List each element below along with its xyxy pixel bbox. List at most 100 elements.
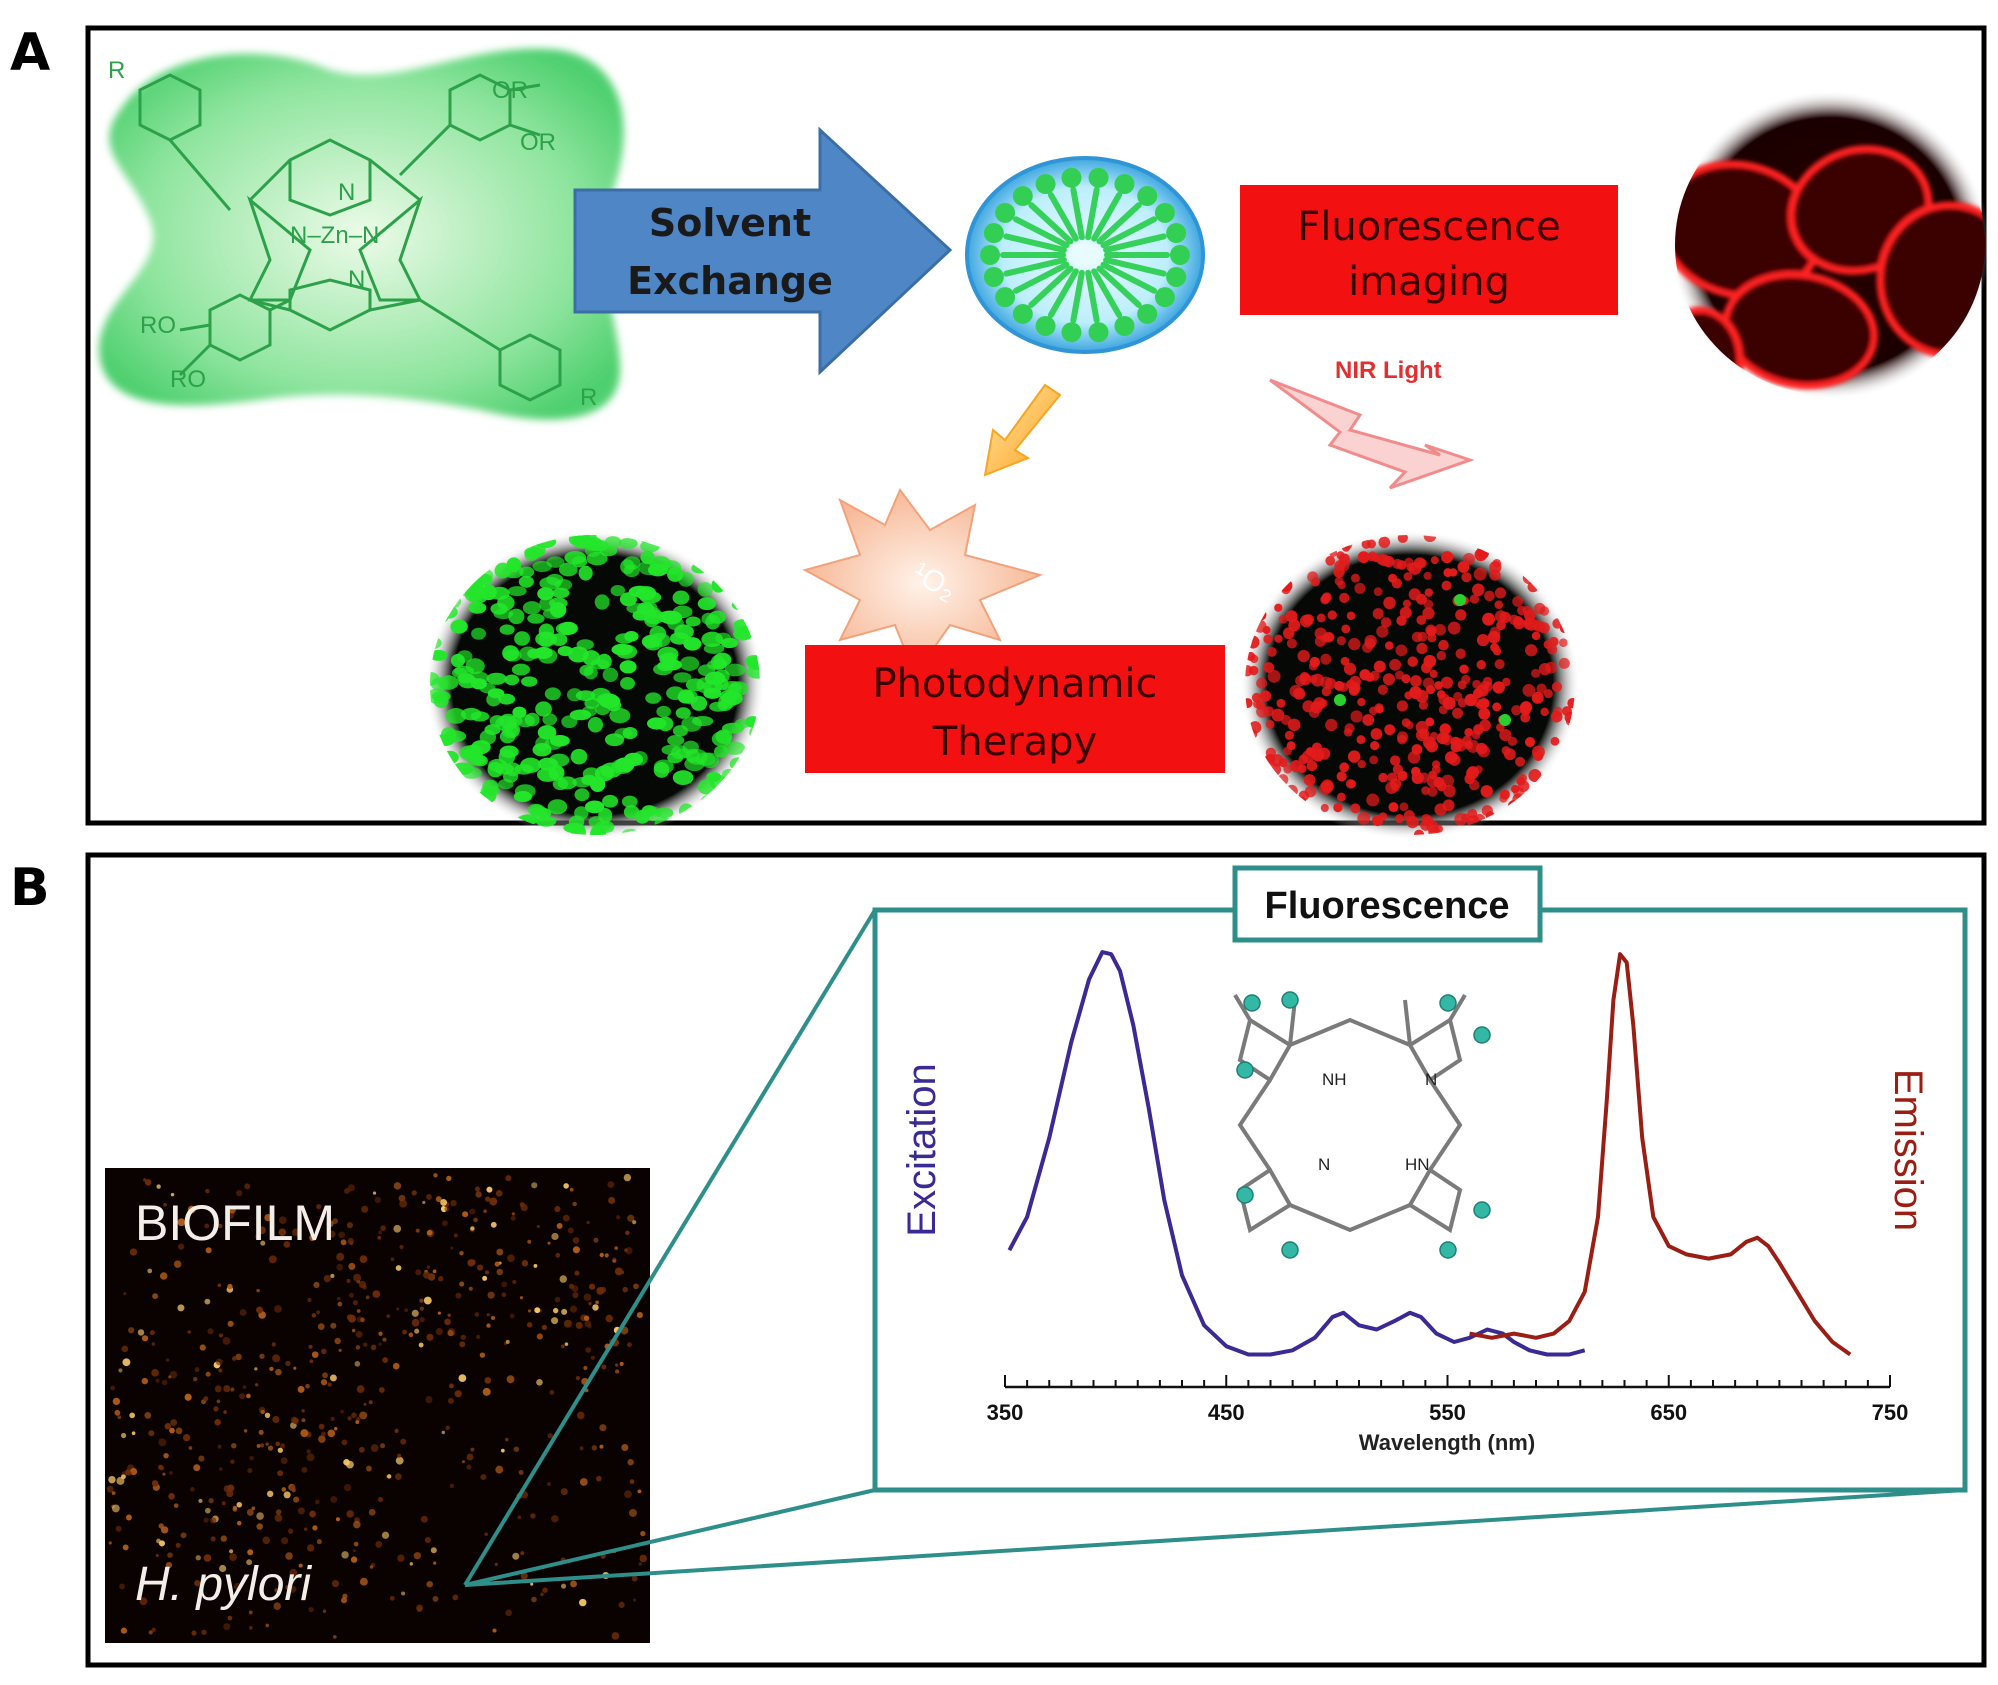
biofilm-speck (256, 1306, 263, 1314)
biofilm-speck (389, 1595, 395, 1601)
biofilm-speck (422, 1200, 426, 1205)
biofilm-speck (372, 1191, 377, 1195)
biofilm-speck (623, 1173, 632, 1182)
biofilm-speck (205, 1247, 212, 1254)
biofilm-speck (322, 1609, 327, 1613)
biofilm-speck (492, 1628, 497, 1633)
red-cell (1489, 561, 1502, 574)
biofilm-speck (399, 1244, 404, 1250)
biofilm-speck (382, 1357, 389, 1363)
red-cell (1399, 802, 1409, 812)
biofilm-speck (205, 1371, 211, 1377)
green-cell (639, 591, 662, 604)
biofilm-speck (386, 1314, 391, 1318)
biofilm-speck (530, 1582, 534, 1586)
biofilm-speck (148, 1430, 155, 1437)
biofilm-speck (293, 1496, 300, 1503)
red-cell (1389, 755, 1401, 766)
biofilm-speck (501, 1292, 507, 1298)
biofilm-speck (415, 1269, 422, 1276)
biofilm-speck (344, 1483, 352, 1492)
red-cell (1343, 662, 1357, 675)
green-cell (655, 807, 674, 819)
red-cell (1507, 736, 1518, 747)
red-cell (1246, 580, 1257, 591)
biofilm-speck (167, 1552, 173, 1558)
emission-spectrum-line (1469, 952, 1852, 1357)
red-cell (1389, 658, 1402, 671)
biofilm-speck (334, 1427, 338, 1431)
biofilm-speck (459, 1281, 465, 1287)
biofilm-speck (419, 1298, 424, 1303)
green-cell (733, 627, 753, 641)
red-cell (1260, 576, 1273, 588)
red-cell (1370, 741, 1380, 751)
green-cell (697, 779, 716, 795)
biofilm-speck (599, 1252, 604, 1258)
biofilm-speck (187, 1330, 192, 1334)
biofilm-speck (424, 1536, 431, 1543)
red-cell (1269, 558, 1282, 570)
biofilm-speck (195, 1555, 201, 1561)
red-cell (1336, 551, 1345, 560)
green-cell (738, 558, 757, 575)
biofilm-speck (331, 1579, 340, 1588)
green-cell (486, 672, 507, 685)
biofilm-speck (572, 1292, 579, 1299)
biofilm-speck (552, 1307, 559, 1314)
green-cell (518, 575, 534, 588)
red-cell (1406, 815, 1419, 829)
biofilm-speck (305, 1383, 310, 1389)
red-cell (1259, 543, 1270, 554)
red-cell (1439, 723, 1451, 735)
red-cell (1321, 686, 1332, 697)
panel-a-frame (85, 25, 1987, 826)
green-cell (450, 569, 468, 586)
biofilm-speck (264, 1213, 272, 1222)
biofilm-speck (551, 1317, 559, 1325)
green-cell (557, 645, 574, 657)
biofilm-speck (449, 1383, 454, 1389)
biofilm-speck (329, 1374, 337, 1382)
micelle-head (1061, 167, 1082, 188)
biofilm-speck (141, 1377, 149, 1385)
biofilm-speck (193, 1464, 201, 1472)
biofilm-speck (203, 1396, 209, 1402)
red-cell (1303, 774, 1316, 786)
red-cell (1454, 812, 1468, 826)
red-cell (1531, 668, 1541, 678)
red-cell (1287, 801, 1298, 811)
biofilm-speck (264, 1412, 271, 1418)
red-cell (1357, 697, 1366, 707)
green-cell (444, 825, 459, 835)
biofilm-speck (475, 1191, 482, 1198)
micelle-tail (1096, 202, 1142, 245)
biofilm-speck (308, 1606, 314, 1613)
biofilm-speck (359, 1577, 368, 1586)
micelle-tail (1013, 261, 1070, 294)
biofilm-speck (583, 1315, 590, 1321)
green-cell (535, 701, 552, 717)
biofilm-speck (271, 1342, 276, 1347)
red-cell (1259, 569, 1273, 582)
biofilm-speck (554, 1296, 561, 1303)
red-cell (1255, 700, 1266, 711)
red-cell (1525, 807, 1535, 817)
red-cell (1407, 751, 1421, 764)
biofilm-speck (358, 1446, 365, 1453)
pdt-box-line2: Therapy (932, 719, 1097, 765)
red-cell (1480, 785, 1493, 798)
biofilm-speck (418, 1342, 424, 1348)
biofilm-speck (426, 1265, 431, 1269)
biofilm-speck (327, 1382, 332, 1387)
biofilm-speck (426, 1333, 434, 1341)
red-cell (1375, 705, 1384, 714)
spectrum-series (1007, 950, 1852, 1357)
biofilm-speck (374, 1196, 381, 1204)
red-cell (1563, 592, 1575, 605)
red-cell (1428, 770, 1437, 780)
red-cell (1407, 656, 1418, 667)
biofilm-speck (386, 1474, 392, 1479)
x-axis-title: Wavelength (nm) (1359, 1430, 1535, 1455)
red-cell (1561, 582, 1575, 595)
